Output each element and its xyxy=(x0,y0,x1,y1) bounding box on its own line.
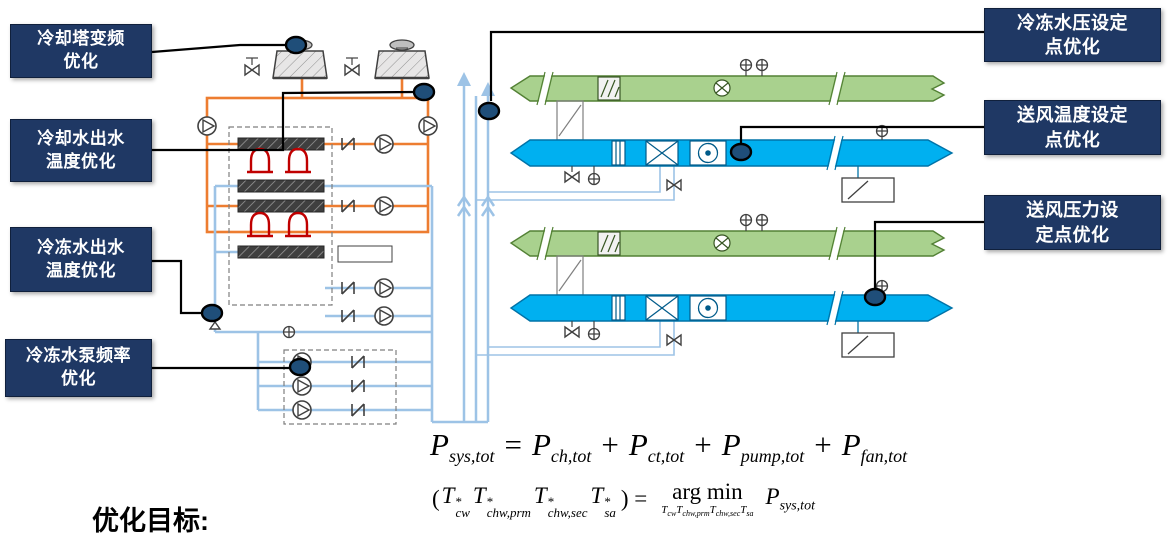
optimization-formulas: Psys,tot=Pch,tot+Pct,tot+Ppump,tot+Pfan,… xyxy=(430,427,907,519)
pump-icon xyxy=(374,306,394,326)
callout-line: 点优化 xyxy=(1044,129,1101,150)
marker-pressure-setpoint xyxy=(477,101,501,121)
connector-sa-pressure-setpoint xyxy=(873,220,985,288)
callout-chilled-water-pump-freq: 冷冻水泵频率 优化 xyxy=(5,339,152,397)
formula-term: Pch,tot xyxy=(531,427,592,467)
connector-pressure-setpoint xyxy=(489,30,985,101)
callout-line: 冷冻水泵频率 xyxy=(26,346,131,366)
callout-line: 冷却塔变频 xyxy=(37,29,125,49)
callout-line: 送风压力设 xyxy=(1026,200,1119,221)
pump-icon xyxy=(374,278,394,298)
callout-markers xyxy=(200,35,887,377)
callout-cooling-water-supply-temp: 冷却水出水 温度优化 xyxy=(10,119,152,182)
marker-chilled-water-temp xyxy=(200,303,224,323)
formula-term: T*chw,prm xyxy=(472,483,531,521)
callout-connectors xyxy=(151,30,985,370)
pump-icon xyxy=(292,376,312,396)
sensor-icon xyxy=(282,325,296,339)
connector-cooling-tower-vfd xyxy=(151,43,286,54)
formula-term: Psys,tot xyxy=(765,483,815,514)
objective-label: 优化目标: xyxy=(92,506,209,536)
compressor-icon xyxy=(283,147,313,174)
ahu-2 xyxy=(511,215,952,358)
marker-cooling-water-temp xyxy=(412,82,436,102)
ahu-1 xyxy=(511,60,952,203)
callout-line: 温度优化 xyxy=(46,151,116,171)
compressor-icon xyxy=(245,147,275,174)
formula-term: Pfan,tot xyxy=(841,427,908,467)
pump-icon xyxy=(418,116,438,136)
total-power-formula: Psys,tot=Pch,tot+Pct,tot+Ppump,tot+Pfan,… xyxy=(430,427,908,467)
argmin-formula: ( T*cw T*chw,prm T*chw,sec T*sa ) = arg … xyxy=(432,479,815,521)
pump-icon xyxy=(374,134,394,154)
callout-line: 温度优化 xyxy=(46,260,116,280)
formula-term: T*cw xyxy=(441,483,470,521)
expansion-tank xyxy=(337,245,393,263)
callout-line: 优化 xyxy=(63,52,99,71)
tower-valve-icon xyxy=(244,57,360,76)
callout-line: 冷冻水压设定 xyxy=(1017,12,1128,33)
riser-flow-arrow xyxy=(457,72,495,96)
equipment-boundary xyxy=(228,126,397,425)
callout-supply-air-temp-setpoint: 送风温度设定 点优化 xyxy=(984,100,1161,155)
callout-line: 冷却水出水 xyxy=(37,128,125,148)
coil-branch-pipes xyxy=(476,166,675,356)
formula-term: Ppump,tot xyxy=(721,427,805,467)
callout-line: 定点优化 xyxy=(1035,224,1110,245)
formula-term: T*sa xyxy=(590,483,616,521)
callout-chilled-water-pressure-setpoint: 冷冻水压设定 点优化 xyxy=(984,8,1161,62)
formula-term: Pct,tot xyxy=(628,427,685,467)
marker-cooling-tower-vfd xyxy=(284,35,308,55)
pump-icon xyxy=(292,400,312,420)
marker-pump-freq xyxy=(288,357,312,377)
plant-pumps-and-valves xyxy=(197,116,438,420)
connector-chilled-water-temp xyxy=(152,259,202,315)
callout-line: 优化 xyxy=(61,369,96,388)
callout-cooling-tower-vfd: 冷却塔变频 优化 xyxy=(10,24,152,78)
riser-flow-chevrons xyxy=(456,194,496,217)
callout-line: 点优化 xyxy=(1044,37,1101,57)
pump-icon xyxy=(374,196,394,216)
callout-supply-air-pressure-setpoint: 送风压力设 定点优化 xyxy=(984,195,1161,250)
chiller-2 xyxy=(237,199,325,259)
pump-icon xyxy=(197,116,217,136)
argmin-subscript: TcwTchw,prmTchw,secTsa xyxy=(661,504,754,519)
connector-sa-temp-setpoint xyxy=(739,125,985,143)
chilled-water-risers xyxy=(462,86,490,422)
argmin-operator: arg min TcwTchw,prmTchw,secTsa xyxy=(661,479,754,519)
callout-line: 送风温度设定 xyxy=(1017,105,1128,126)
cooling-tower-icon xyxy=(373,38,431,80)
formula-term: Psys,tot xyxy=(430,427,495,467)
connector-cooling-water-temp xyxy=(152,90,416,152)
callout-chilled-water-supply-temp: 冷冻水出水 温度优化 xyxy=(10,227,152,292)
marker-sa-temp-setpoint xyxy=(729,142,753,162)
callout-line: 冷冻水出水 xyxy=(37,237,125,257)
chiller-1 xyxy=(237,137,325,193)
marker-sa-pressure-setpoint xyxy=(863,287,887,307)
formula-term: T*chw,sec xyxy=(533,483,588,521)
